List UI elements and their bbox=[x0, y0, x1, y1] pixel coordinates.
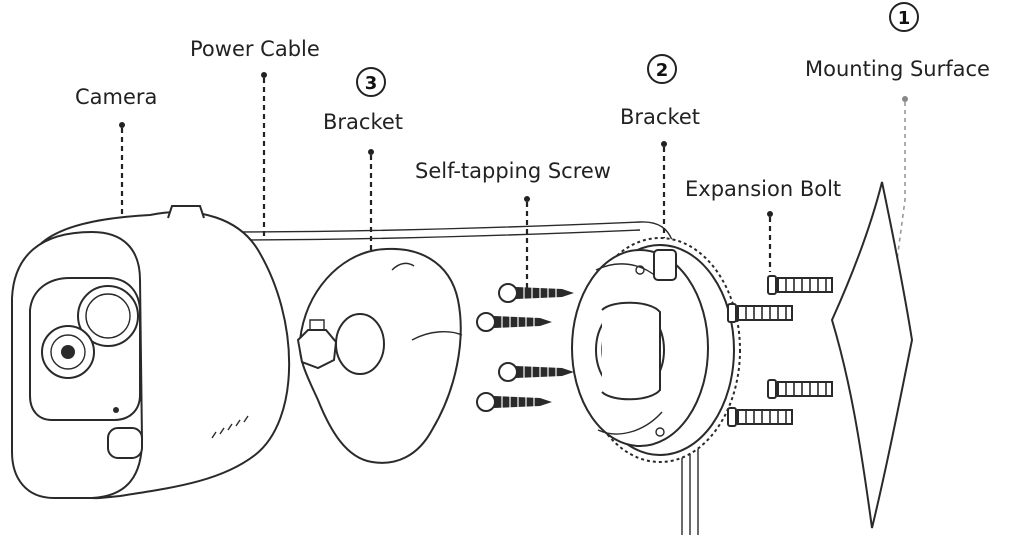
label-camera: Camera bbox=[75, 85, 157, 109]
label-self-tapping-screw: Self-tapping Screw bbox=[415, 159, 611, 183]
camera-body bbox=[11, 205, 291, 500]
bracket-3 bbox=[296, 247, 463, 464]
leader-lines bbox=[119, 72, 908, 291]
step-number-2: 2 bbox=[656, 60, 669, 81]
label-expansion-bolt: Expansion Bolt bbox=[685, 177, 841, 201]
expansion-bolts bbox=[727, 275, 833, 427]
step-number-3: 3 bbox=[365, 73, 378, 94]
bolt-2 bbox=[727, 303, 793, 323]
label-mounting-surface: Mounting Surface bbox=[805, 57, 990, 81]
self-tapping-screws bbox=[476, 283, 574, 412]
bolt-4 bbox=[727, 407, 793, 427]
step-badge-3: 3 bbox=[356, 67, 386, 97]
step-badge-1: 1 bbox=[889, 2, 919, 32]
bolt-3 bbox=[767, 379, 833, 399]
label-bracket-3: Bracket bbox=[323, 110, 403, 134]
step-number-1: 1 bbox=[898, 8, 911, 29]
screw-3 bbox=[498, 362, 574, 382]
label-power-cable: Power Cable bbox=[190, 37, 320, 61]
bracket-2 bbox=[571, 237, 741, 463]
step-badge-2: 2 bbox=[647, 54, 677, 84]
mounting-surface bbox=[830, 181, 914, 529]
screw-2 bbox=[476, 312, 552, 332]
screw-4 bbox=[476, 392, 552, 412]
screw-1 bbox=[498, 283, 574, 303]
label-bracket-2: Bracket bbox=[620, 105, 700, 129]
bolt-1 bbox=[767, 275, 833, 295]
